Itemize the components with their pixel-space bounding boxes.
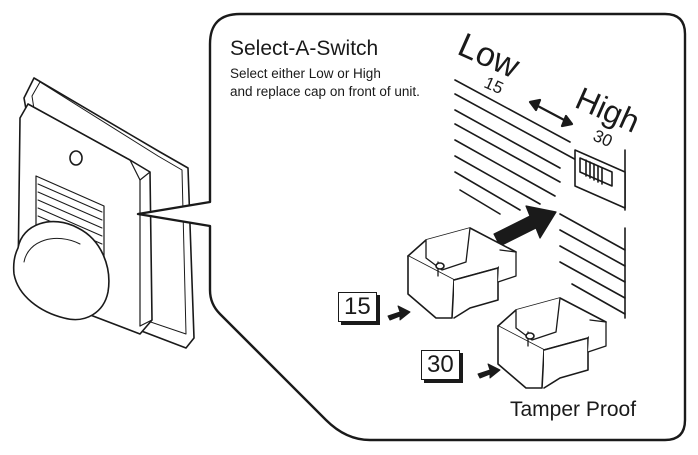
wall-unit xyxy=(12,77,195,349)
cap-15-label-box: 15 xyxy=(338,292,377,322)
double-arrow-icon xyxy=(528,98,574,128)
slide-switch xyxy=(574,149,626,209)
pointer-arrow-icon xyxy=(387,305,411,321)
insert-arrow-icon xyxy=(493,205,557,247)
cap-30-label-box: 30 xyxy=(421,350,460,380)
cap-30 xyxy=(497,297,607,389)
switch-slot-lines xyxy=(454,79,626,319)
instruction-line-2: and replace cap on front of unit. xyxy=(230,84,420,99)
callout-title: Select-A-Switch xyxy=(230,37,379,60)
callout-bubble xyxy=(136,12,687,442)
tamper-proof-caption: Tamper Proof xyxy=(510,398,637,421)
cap-15 xyxy=(407,227,517,319)
instruction-line-1: Select either Low or High xyxy=(230,66,381,81)
pointer-arrow-icon xyxy=(477,363,501,379)
